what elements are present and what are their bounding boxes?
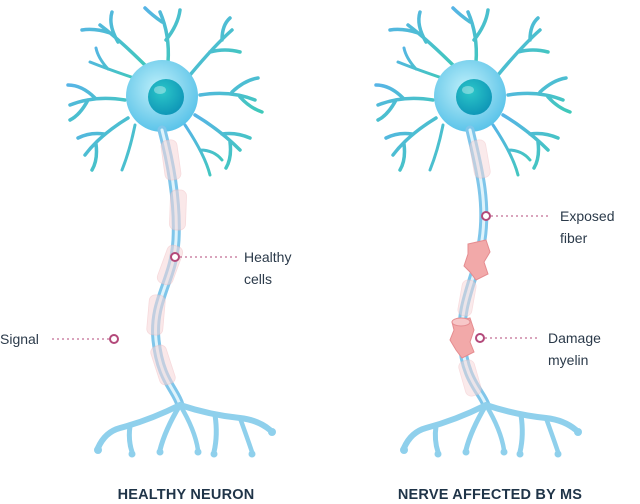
dendrites [66,6,264,177]
nucleus [148,79,184,115]
remaining-myelin [457,139,491,397]
label-signal: Signal [0,331,39,347]
label-exposed: Exposed [560,208,614,224]
label-healthy: Healthy [244,249,291,265]
label-myelin: myelin [548,352,588,368]
callout-signal: Signal [0,331,119,347]
label-fiber: fiber [560,230,588,246]
title-healthy-neuron: HEALTHY NEURON [118,487,255,503]
callout-damage-myelin: Damage myelin [475,330,601,368]
title-ms-nerve: NERVE AFFECTED BY MS [398,487,582,503]
label-damage: Damage [548,330,601,346]
callout-exposed-fiber: Exposed fiber [481,208,614,246]
callout-healthy-cells: Healthy cells [170,249,291,287]
damaged-myelin [449,239,491,359]
ms-affected-neuron: Exposed fiber Damage myelin NERVE AFFECT… [374,6,614,503]
nucleus [456,79,492,115]
myelin-sheaths [146,139,187,386]
label-cells: cells [244,271,272,287]
axon-terminals [401,402,579,455]
healthy-neuron: Healthy cells Signal HEALTHY NEURON [0,6,291,503]
axon-terminals [95,402,273,455]
